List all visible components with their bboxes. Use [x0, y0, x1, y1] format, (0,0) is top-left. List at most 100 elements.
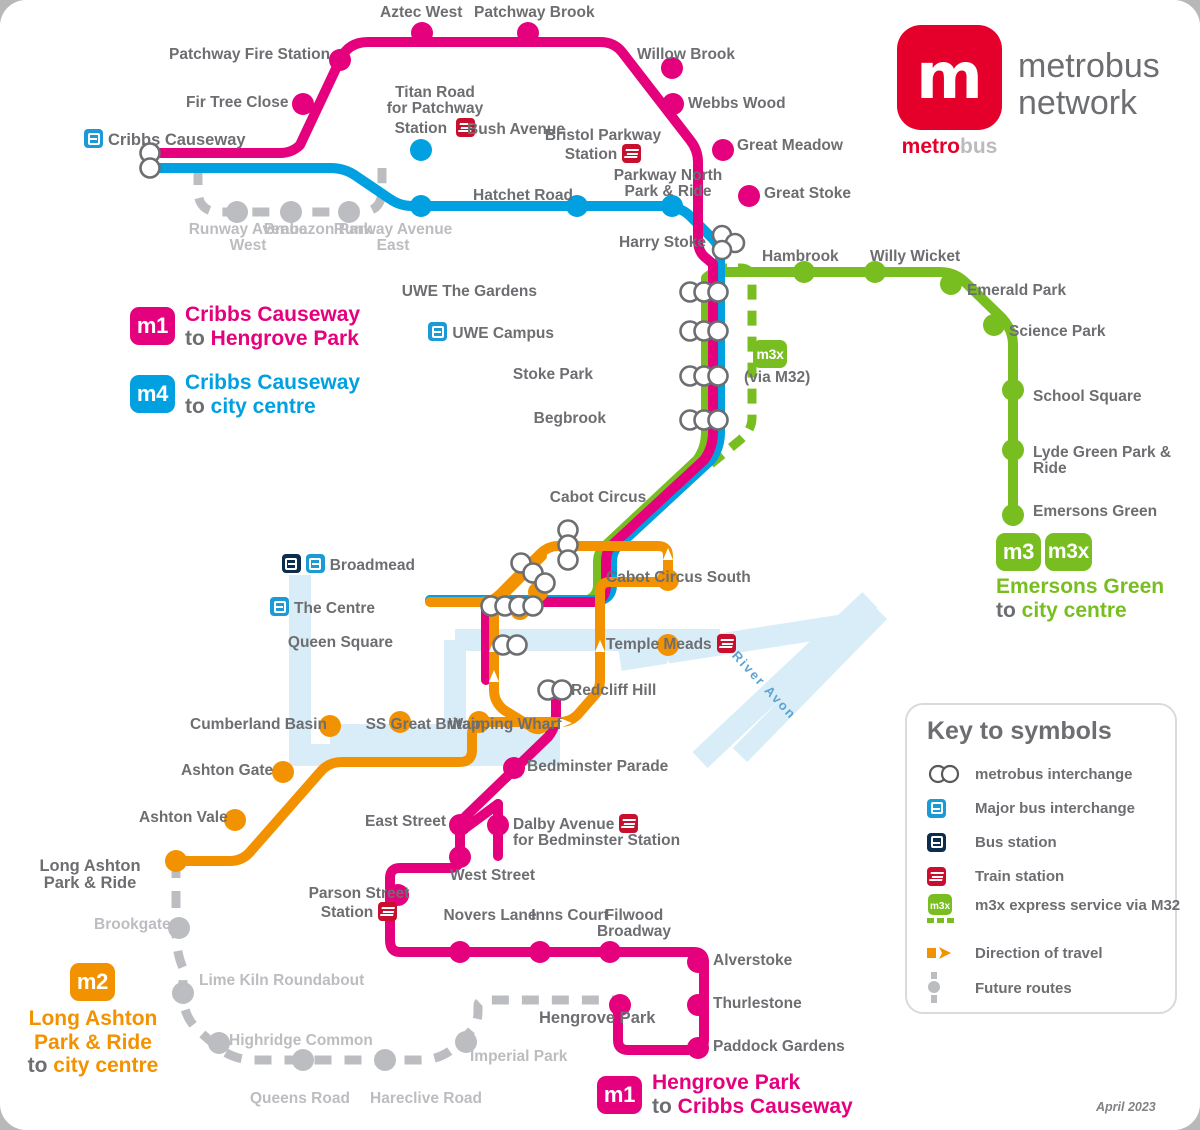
station-label: East Street: [365, 813, 446, 830]
m3-route: [425, 267, 1018, 605]
station-label: Redcliff Hill: [571, 682, 656, 699]
station-label: SS Great Britain: [365, 716, 485, 733]
station-name: Highridge Common: [229, 1032, 373, 1049]
legend-text-m1-bottom: Hengrove Park to Cribbs Causeway: [652, 1071, 853, 1118]
m3x-inline-badge: m3x: [753, 340, 787, 368]
m2-route: [171, 541, 673, 866]
station-label: Cabot Circus: [538, 489, 658, 506]
m3-station-dots: [793, 261, 1024, 526]
metrobus-interchange-icon: [927, 761, 967, 787]
station-name: Emersons Green: [1033, 503, 1158, 520]
key-item-metrobus-interchange: metrobus interchange: [927, 761, 1133, 787]
legend-m4-line1: Cribbs Causeway: [185, 371, 361, 394]
train-station-icon: [456, 117, 476, 137]
station-name: Thurlestone: [713, 995, 802, 1012]
station-label: Emerald Park: [967, 282, 1066, 299]
legend-m3-to: to: [996, 598, 1022, 622]
station-name: Long Ashton Park & Ride: [39, 857, 141, 893]
station-name: Fir Tree Close: [186, 94, 289, 111]
station-label: Inns Court: [510, 907, 630, 924]
station-name: East Street: [365, 813, 446, 830]
legend-m1-bottom-line2: Cribbs Causeway: [677, 1094, 853, 1118]
station-label: The Centre: [270, 597, 375, 617]
station-label: Filwood Broadway: [574, 907, 694, 941]
major-bus-interchange-icon: [84, 129, 103, 148]
legend-badge-m3x[interactable]: m3x: [1045, 533, 1092, 571]
station-label: Aztec West: [380, 4, 462, 21]
station-label: West Street: [450, 867, 535, 884]
station-name: The Centre: [294, 600, 375, 617]
legend-m1-top-line1: Cribbs Causeway: [185, 303, 361, 326]
wordmark-metro: metro: [901, 135, 960, 158]
station-name: Cabot Circus South: [606, 569, 751, 586]
station-name: Brookgate: [94, 916, 171, 933]
station-label: UWE The Gardens: [402, 283, 537, 300]
legend-m4-to: to: [185, 394, 211, 418]
station-name: Runway Avenue East: [333, 221, 453, 255]
station-name: Dalby Avenue: [513, 816, 615, 833]
wordmark-bus: bus: [960, 135, 998, 158]
station-label: Temple Meads: [606, 634, 736, 653]
station-name: Bristol Parkway Station: [544, 127, 662, 164]
station-label: Patchway Brook: [474, 4, 595, 21]
map-title-line1: metrobus: [1018, 47, 1160, 85]
map-title: metrobus network: [1018, 48, 1160, 122]
map-title-line2: network: [1018, 84, 1138, 122]
station-name: Parkway North Park & Ride: [613, 167, 723, 201]
station-label: Hatchet Road: [463, 187, 583, 204]
key-label-3: Train station: [975, 867, 1065, 885]
station-name: West Street: [450, 867, 535, 884]
station-label: Science Park: [1009, 323, 1106, 340]
station-label: School Square: [1033, 388, 1142, 405]
key-item-major-bus-interchange: Major bus interchange: [927, 795, 1135, 821]
legend-m2-line1: Long Ashton: [28, 1007, 158, 1030]
m1-south-station-dots: [387, 757, 709, 1059]
legend-badge-m4[interactable]: m4: [130, 375, 175, 413]
key-label-6: Future routes: [975, 979, 1072, 997]
station-label: Paddock Gardens: [713, 1038, 845, 1055]
station-label: Lime Kiln Roundabout: [199, 972, 364, 989]
station-name: Webbs Wood: [688, 95, 786, 112]
station-label: Emersons Green: [1033, 503, 1158, 520]
station-name: Broadmead: [329, 557, 415, 574]
station-label: Broadmead: [281, 554, 415, 574]
station-name: Parson Street Station: [308, 885, 410, 922]
legend-badge-m3[interactable]: m3: [996, 533, 1041, 571]
station-name: Brabazon Park: [263, 221, 373, 238]
station-label: Cumberland Basin: [190, 716, 327, 733]
station-label: Willow Brook: [637, 46, 735, 63]
station-name: Runway Avenue West: [188, 221, 308, 255]
station-label: Great Stoke: [764, 185, 851, 202]
map-date: April 2023: [1096, 1100, 1156, 1114]
legend-m2-to: to: [27, 1054, 54, 1078]
station-label: Long Ashton Park & Ride: [30, 857, 150, 893]
station-label: Runway Avenue East: [333, 221, 453, 255]
legend-badge-m2[interactable]: m2: [70, 963, 115, 1001]
station-label: Lyde Green Park & Ride: [1033, 444, 1200, 478]
station-name: Titan Road: [395, 84, 475, 101]
station-name: Stoke Park: [512, 366, 593, 383]
key-label-2: Bus station: [975, 833, 1057, 851]
station-label: Queens Road: [250, 1090, 350, 1107]
legend-m1-bottom-line1: Hengrove Park: [652, 1071, 801, 1094]
m1-dashed-link: [463, 772, 511, 819]
train-station-icon: [927, 863, 967, 889]
station-name: Cribbs Causeway: [108, 131, 246, 149]
station-name: School Square: [1033, 388, 1142, 405]
station-sub-label: for Bedminster Station: [513, 832, 681, 850]
station-name: Patchway Brook: [474, 4, 595, 21]
station-label: Hareclive Road: [370, 1090, 482, 1107]
station-name: UWE Campus: [452, 325, 554, 342]
legend-badge-m1-top[interactable]: m1: [130, 307, 175, 345]
station-name: Hareclive Road: [370, 1090, 482, 1107]
station-label: Ashton Gate: [181, 762, 273, 779]
station-label: Parson Street Station: [299, 885, 419, 922]
station-name: Cumberland Basin: [190, 716, 327, 733]
station-label: UWE Campus: [428, 322, 554, 342]
station-sub-label: for Patchway: [386, 100, 484, 118]
train-station-icon: [378, 902, 398, 922]
legend-badge-m1-bottom[interactable]: m1: [597, 1076, 642, 1114]
legend-m4-line2: city centre: [210, 394, 316, 418]
